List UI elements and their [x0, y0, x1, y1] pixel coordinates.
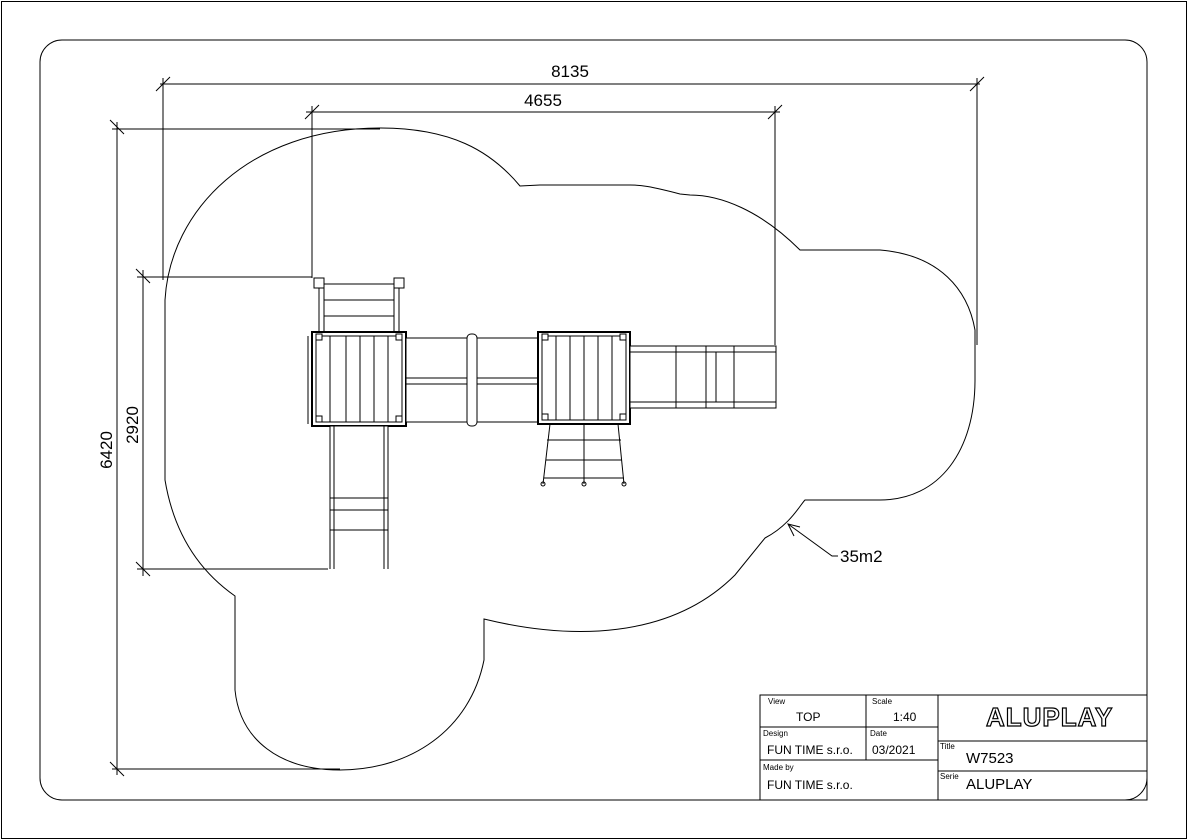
serie-value: ALUPLAY [966, 776, 1033, 793]
scale-label: Scale [872, 697, 893, 706]
dimension-overall-width [155, 76, 985, 345]
front-ramp [329, 425, 389, 569]
structure-depth-label: 2920 [123, 406, 142, 444]
made-by-label: Made by [763, 763, 794, 772]
area-label: 35m2 [840, 547, 883, 566]
dimension-structure-depth [135, 268, 328, 577]
playground-structure [307, 277, 777, 569]
aluplay-logo: ALUPLAY [985, 701, 1114, 732]
view-label: View [768, 697, 786, 706]
serie-label: Serie [940, 772, 959, 781]
date-label: Date [870, 729, 887, 738]
date-value: 03/2021 [872, 743, 916, 757]
tower1-platform [307, 331, 407, 427]
overall-depth-label: 6420 [97, 431, 116, 469]
connecting-bridge [405, 333, 539, 427]
scale-value: 1:40 [893, 710, 917, 724]
rope-ladder [540, 423, 627, 487]
title-value: W7523 [966, 750, 1014, 767]
dimension-overall-depth [109, 119, 380, 777]
safety-area-outline [164, 127, 976, 771]
structure-width-label: 4655 [524, 91, 562, 110]
design-label: Design [763, 729, 788, 738]
title-label: Title [940, 742, 955, 751]
title-block-frame [759, 694, 1148, 801]
design-value: FUN TIME s.r.o. [767, 743, 853, 757]
view-value: TOP [796, 710, 821, 724]
area-leader [787, 523, 838, 557]
made-by-value: FUN TIME s.r.o. [767, 778, 853, 792]
tower2-platform [537, 331, 631, 425]
right-slide [629, 345, 777, 409]
overall-width-label: 8135 [551, 62, 589, 81]
tower1-rear-rail [313, 277, 405, 333]
dimension-structure-width [304, 104, 783, 345]
inner-frame [39, 39, 1148, 801]
